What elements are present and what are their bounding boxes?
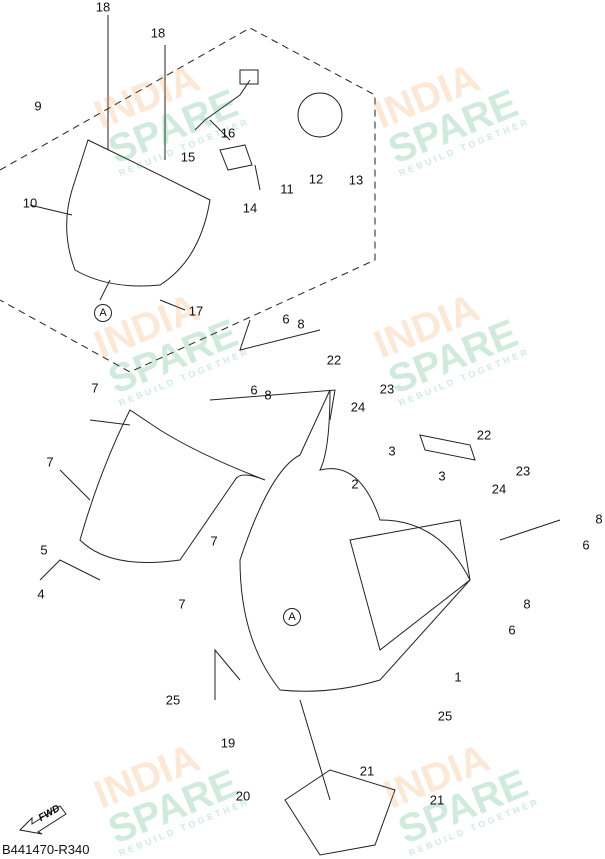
callout: 7: [178, 596, 186, 612]
callout: 17: [188, 303, 204, 319]
callout: 25: [165, 692, 181, 708]
callout: 13: [348, 172, 364, 188]
callout: 5: [40, 542, 48, 558]
callout: 8: [595, 511, 603, 527]
visor: [79, 409, 266, 563]
callout: 6: [250, 382, 258, 398]
callout: 25: [437, 708, 453, 724]
callout: 8: [523, 596, 531, 612]
callout: 7: [91, 380, 99, 396]
fwd-arrow-icon: FWD: [18, 800, 70, 841]
diagram-code: B441470-R340: [2, 842, 90, 857]
stay-22: [419, 434, 476, 461]
callout: 21: [359, 763, 375, 779]
headlight-cover: [297, 92, 343, 138]
callout: 24: [491, 481, 507, 497]
leader-lines: [29, 15, 561, 801]
callout: 23: [515, 463, 531, 479]
callout: 8: [297, 316, 305, 332]
callout: 4: [37, 586, 45, 602]
side-panel-right: [349, 519, 471, 651]
callout: 2: [351, 476, 359, 492]
callout: 8: [264, 387, 272, 403]
callout: 14: [242, 200, 258, 216]
bulb: [219, 144, 253, 171]
callout: 20: [235, 788, 251, 804]
callout: 10: [22, 195, 38, 211]
headlight-group-dashed-box: [0, 27, 376, 373]
callout: 6: [282, 311, 290, 327]
callout: 6: [508, 622, 516, 638]
callout: 9: [34, 98, 42, 114]
front-cowl: [239, 389, 471, 692]
callout: 21: [429, 792, 445, 808]
callout: 15: [180, 149, 196, 165]
callout: 6: [582, 537, 590, 553]
callout: 12: [308, 171, 324, 187]
callout: 23: [379, 381, 395, 397]
callout: 7: [210, 533, 218, 549]
callout: 7: [46, 454, 54, 470]
callout: 22: [326, 352, 342, 368]
reference-marker-a: A: [283, 608, 301, 626]
callout: 11: [280, 181, 294, 197]
callout: 24: [350, 399, 366, 415]
callout: 18: [150, 25, 166, 41]
callout: 19: [220, 735, 236, 751]
under-cover-20: [284, 769, 396, 856]
callout: 22: [476, 427, 492, 443]
callout: 16: [220, 125, 236, 141]
callout: 1: [454, 669, 462, 685]
wiring-harness: [194, 79, 251, 131]
callout: 3: [438, 468, 446, 484]
reference-marker-a: A: [94, 304, 112, 322]
connector: [239, 69, 259, 85]
headlight-lens: [66, 139, 211, 287]
callout: 18: [95, 0, 111, 15]
callout: 3: [388, 443, 396, 459]
